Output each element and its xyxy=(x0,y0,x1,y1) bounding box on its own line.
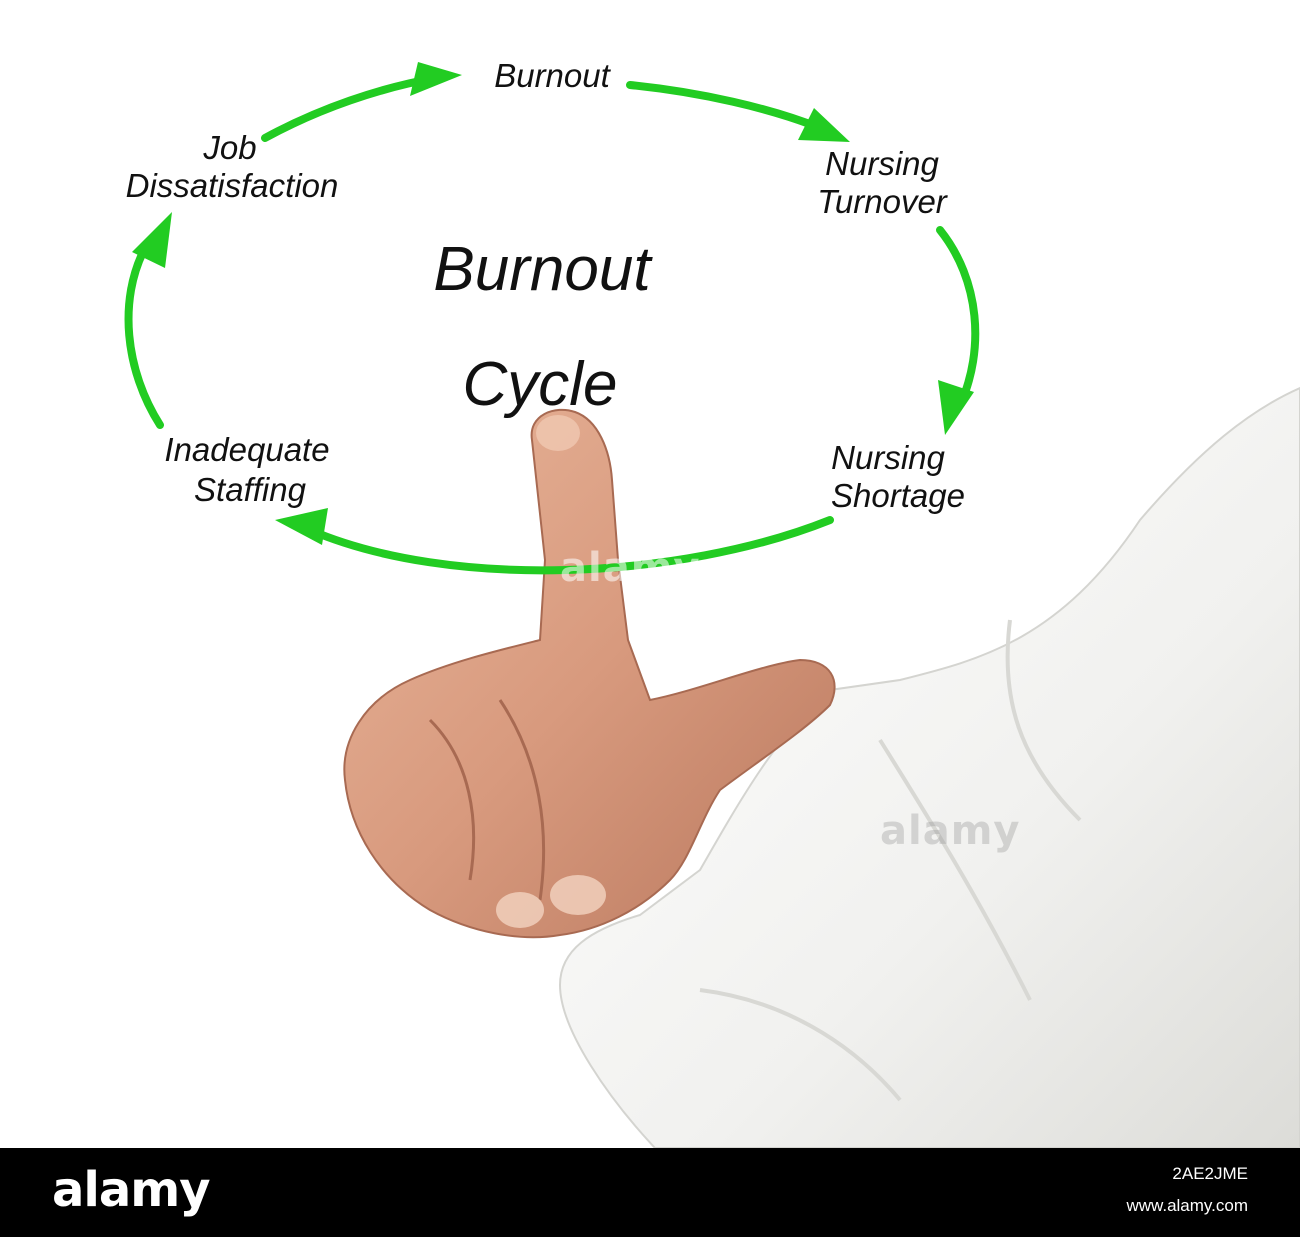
arrowhead-shortage-to-staffing xyxy=(275,508,328,545)
image-id: 2AE2JME xyxy=(1172,1164,1248,1183)
arrow-staffing-to-job xyxy=(124,244,164,429)
knuckle-line xyxy=(498,699,546,901)
arrow-burnout-to-turnover xyxy=(626,81,824,132)
watermark-logo: alamy xyxy=(880,808,1021,854)
hand xyxy=(343,408,836,939)
node-inadequate-staffing-line2: Staffing xyxy=(194,471,306,508)
fingernail xyxy=(536,415,580,451)
diagram-title-line2: Cycle xyxy=(462,350,618,419)
node-nursing-turnover-line1: Nursing xyxy=(825,145,939,182)
diagram-title-line1: Burnout xyxy=(433,235,651,304)
watermark-logo: alamy xyxy=(560,545,701,591)
node-job-dissatisfaction-line1: Job xyxy=(203,129,257,166)
node-burnout: Burnout xyxy=(494,57,610,94)
arrowhead-burnout-to-turnover xyxy=(798,108,850,142)
sleeve-fold xyxy=(878,738,1032,1001)
node-inadequate-staffing-line1: Inadequate xyxy=(164,431,330,468)
brand-logo: alamy xyxy=(52,1162,211,1218)
node-nursing-shortage-line2: Shortage xyxy=(831,477,965,514)
diagram-stage: Burnout Cycle Burnout Nursing Turnover N… xyxy=(124,57,1300,1148)
node-nursing-shortage-line1: Nursing xyxy=(831,439,945,476)
arrow-job-to-burnout xyxy=(261,74,439,142)
knuckle-line xyxy=(428,718,476,881)
arrowhead-turnover-to-shortage xyxy=(938,380,974,435)
fingernail xyxy=(496,892,544,928)
node-nursing-turnover-line2: Turnover xyxy=(817,183,947,220)
site-url: www.alamy.com xyxy=(1126,1196,1248,1215)
arrow-turnover-to-shortage xyxy=(936,226,980,409)
sleeve-fold xyxy=(699,988,902,1102)
arrowhead-staffing-to-job xyxy=(132,212,172,268)
sleeve-fold xyxy=(1005,619,1082,822)
photo-layer xyxy=(124,62,1300,1148)
fingernail xyxy=(550,875,606,915)
arrowhead-job-to-burnout xyxy=(410,62,462,96)
arrow-shortage-to-staffing xyxy=(306,516,834,575)
node-job-dissatisfaction-line2: Dissatisfaction xyxy=(125,167,339,204)
cycle-arrows xyxy=(124,62,980,575)
footer-bar: alamy 2AE2JME www.alamy.com xyxy=(0,1148,1300,1237)
